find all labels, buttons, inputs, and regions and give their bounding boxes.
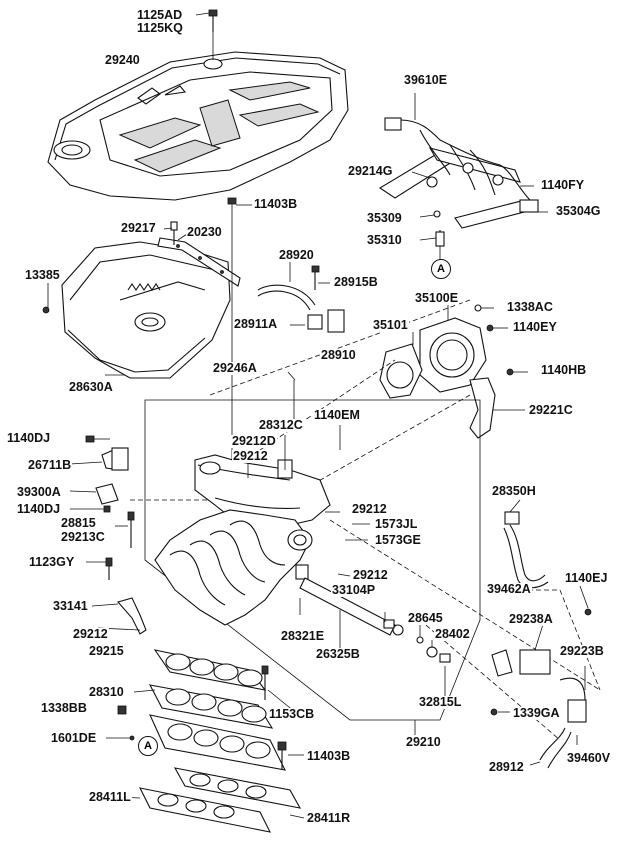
label-29217: 29217 xyxy=(120,221,157,235)
label-29212-c: 29212 xyxy=(352,568,389,582)
label-29215: 29215 xyxy=(88,644,125,658)
label-29212D: 29212D xyxy=(231,434,277,448)
label-35304G: 35304G xyxy=(555,204,602,218)
label-20230: 20230 xyxy=(186,225,223,239)
label-28911A: 28911A xyxy=(233,317,279,331)
label-29213C: 29213C xyxy=(60,530,106,544)
label-28912: 28912 xyxy=(488,760,525,774)
label-28910: 28910 xyxy=(320,348,357,362)
label-29210: 29210 xyxy=(405,735,442,749)
bolt-1125AD xyxy=(195,9,218,60)
label-1140EY: 1140EY xyxy=(512,320,558,334)
label-28920: 28920 xyxy=(278,248,315,262)
label-1573JL: 1573JL xyxy=(374,517,419,531)
lower-manifold xyxy=(106,665,304,771)
pcv-hose-28920 xyxy=(257,262,345,333)
small-parts-left xyxy=(69,435,147,635)
label-35310: 35310 xyxy=(366,233,403,247)
label-35100E: 35100E xyxy=(414,291,460,305)
label-29223B: 29223B xyxy=(559,644,605,658)
gasket-28310 xyxy=(133,649,296,729)
label-39462A: 39462A xyxy=(486,582,532,596)
gaskets-28411 xyxy=(117,767,305,833)
label-39610E: 39610E xyxy=(403,73,449,87)
label-1140HB: 1140HB xyxy=(540,363,588,377)
reference-mark-a-bottom: A xyxy=(138,736,158,756)
engine-cover-29240 xyxy=(47,51,349,201)
fuel-rail-assembly xyxy=(378,93,548,260)
label-29214G: 29214G xyxy=(347,164,394,178)
label-28321E: 28321E xyxy=(280,629,326,643)
label-1123GY: 1123GY xyxy=(28,555,76,569)
label-1125AD: 1125AD xyxy=(136,8,184,22)
label-11403B-top: 11403B xyxy=(253,197,299,211)
bracket-29221C xyxy=(469,377,525,439)
label-28411R: 28411R xyxy=(306,811,352,825)
label-29212-d: 29212 xyxy=(72,627,109,641)
throttle-body-35100E xyxy=(379,304,528,399)
reference-mark-a-top: A xyxy=(431,259,451,279)
label-28312C: 28312C xyxy=(258,418,304,432)
label-33141: 33141 xyxy=(52,599,89,613)
label-1125KQ: 1125KQ xyxy=(136,21,184,35)
label-29221C: 29221C xyxy=(528,403,574,417)
label-1338BB: 1338BB xyxy=(40,701,88,715)
label-1338AC: 1338AC xyxy=(506,300,554,314)
intake-manifold-29210 xyxy=(154,454,331,626)
label-39460V: 39460V xyxy=(566,751,612,765)
label-29212-b: 29212 xyxy=(351,502,388,516)
pipe-26325B xyxy=(299,577,451,700)
label-1573GE: 1573GE xyxy=(374,533,422,547)
label-29212-a: 29212 xyxy=(232,449,269,463)
label-1140FY: 1140FY xyxy=(540,178,586,192)
label-1140DJ-b: 1140DJ xyxy=(16,502,62,516)
label-32815L: 32815L xyxy=(418,695,463,709)
label-13385: 13385 xyxy=(24,268,61,282)
label-26711B: 26711B xyxy=(27,458,73,472)
label-28630A: 28630A xyxy=(68,380,114,394)
label-28411L: 28411L xyxy=(88,790,132,804)
label-28645: 28645 xyxy=(407,611,444,625)
label-28915B: 28915B xyxy=(333,275,379,289)
label-28815: 28815 xyxy=(60,516,97,530)
label-1140EM: 1140EM xyxy=(313,408,361,422)
label-33104P: 33104P xyxy=(331,583,377,597)
label-1339GA: 1339GA xyxy=(512,706,561,720)
label-11403B-bottom: 11403B xyxy=(306,749,352,763)
leader-lines xyxy=(247,371,521,735)
label-35309: 35309 xyxy=(366,211,403,225)
label-1153CB: 1153CB xyxy=(268,707,316,721)
label-28350H: 28350H xyxy=(491,484,537,498)
label-28402: 28402 xyxy=(434,627,471,641)
label-29240: 29240 xyxy=(104,53,141,67)
label-29246A: 29246A xyxy=(212,361,258,375)
label-1140EJ: 1140EJ xyxy=(564,571,609,585)
hoses-right xyxy=(490,511,592,769)
label-1140DJ-a: 1140DJ xyxy=(6,431,52,445)
label-28310: 28310 xyxy=(88,685,125,699)
label-26325B: 26325B xyxy=(315,647,361,661)
rocker-cover-28630A xyxy=(42,241,231,379)
label-29238A: 29238A xyxy=(508,612,554,626)
label-39300A: 39300A xyxy=(16,485,62,499)
label-35101: 35101 xyxy=(372,318,409,332)
label-1601DE: 1601DE xyxy=(50,731,98,745)
